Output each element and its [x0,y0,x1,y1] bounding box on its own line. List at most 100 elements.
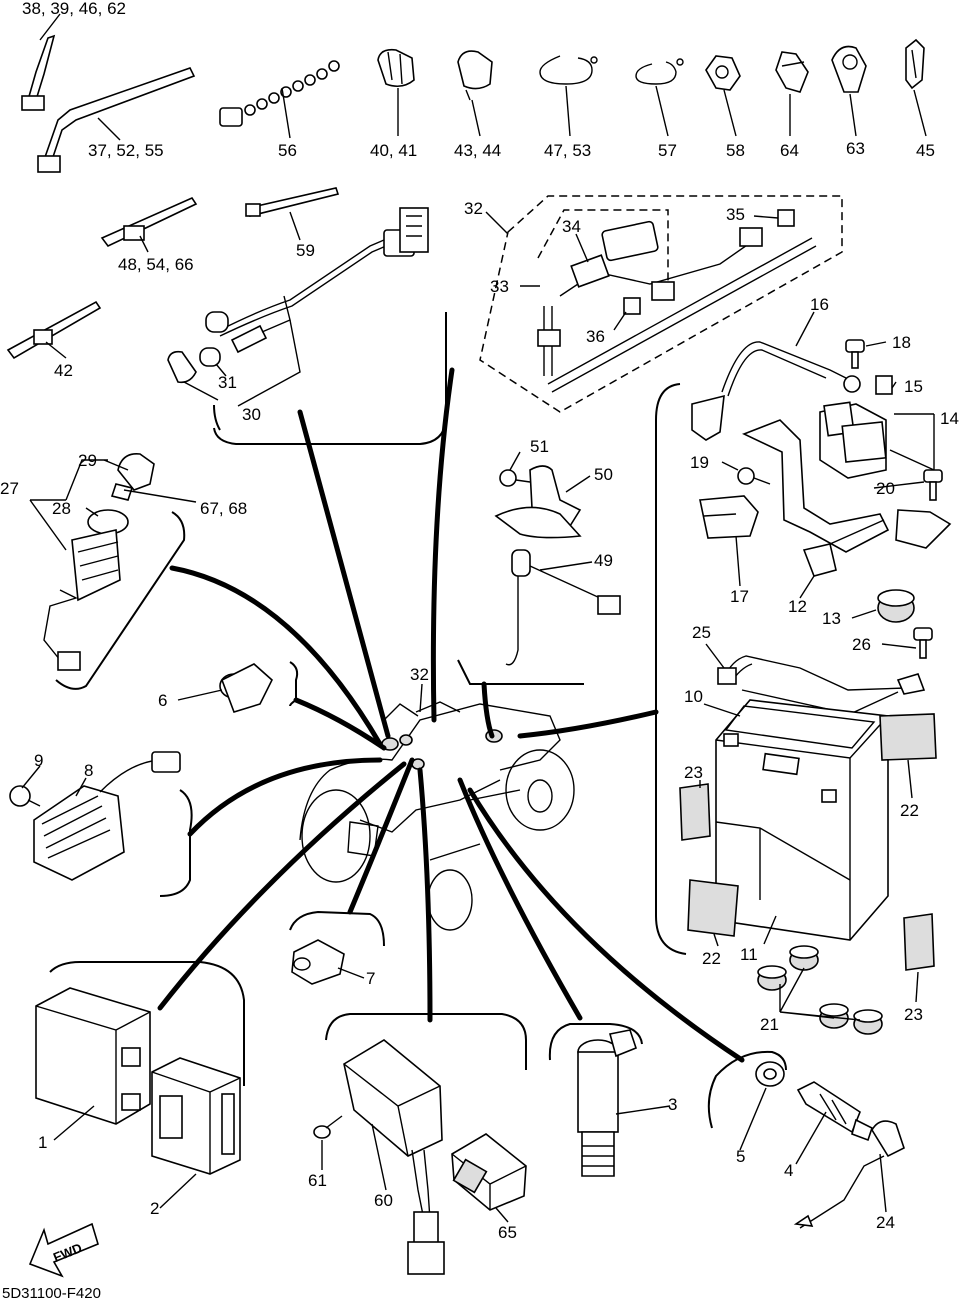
callout-64: 64 [780,141,799,160]
bolt-9 [9,785,41,807]
callout-67-68: 67, 68 [200,499,247,518]
callout-34: 34 [562,217,581,236]
diagram-code: 5D31100-F420 [2,1285,101,1302]
relay-65 [451,1133,527,1211]
callout-labels: 38, 39, 46, 62 37, 52, 55 56 40, 41 43, … [0,0,959,1242]
callout-17: 17 [730,587,749,606]
main-switch-27 [43,509,129,671]
callout-61: 61 [308,1171,327,1190]
grommet-40 [377,48,415,88]
callout-50: 50 [594,465,613,484]
callout-23-lower: 23 [904,1005,923,1024]
bracket-27 [55,511,186,690]
wire-harness-30 [205,207,429,354]
dashed-assembly-32 [479,195,843,413]
bolt-51 [499,469,531,487]
callout-42: 42 [54,361,73,380]
callout-45: 45 [916,141,935,160]
bracket-3 [548,1023,643,1061]
key-29 [110,453,155,501]
callout-56: 56 [278,141,297,160]
callout-49: 49 [594,551,613,570]
bracket-8 [159,789,193,897]
wire-clamp-57 [635,58,684,85]
callout-22-lower: 22 [702,949,721,968]
clip-45 [905,38,925,90]
starter-relay-14 [819,401,887,479]
callout-32-center: 32 [410,665,429,684]
callout-51: 51 [530,437,549,456]
fuse-15 [875,375,893,395]
cable-tie-38 [21,34,56,111]
callout-30: 30 [242,405,261,424]
callout-38-39-46-62: 38, 39, 46, 62 [22,0,126,18]
pad-22-lower [687,879,739,937]
grommet-43 [457,50,493,101]
callout-19: 19 [690,453,709,472]
callout-63: 63 [846,139,865,158]
bracket-60 [325,1013,527,1070]
callout-29: 29 [78,451,97,470]
bracket-6 [289,661,299,707]
battery-11 [715,699,889,941]
bracket-1 [49,961,245,1086]
relay-34 [570,220,659,288]
cable-tie-37 [37,67,196,173]
callout-26: 26 [852,635,871,654]
washer-5 [755,1061,785,1087]
callout-47-53: 47, 53 [544,141,591,160]
caps-21 [757,945,883,1035]
bracket-5 [707,1050,787,1129]
bolt-26 [913,627,933,659]
callout-37-52-55: 37, 52, 55 [88,141,164,160]
callout-20: 20 [876,479,895,498]
dashed-subassembly-33 [537,209,669,290]
switch-6 [219,663,273,713]
callout-6: 6 [158,691,167,710]
spark-plug-4 [796,1081,873,1142]
sensor-3 [577,1029,637,1177]
callout-48-54-66: 48, 54, 66 [118,255,194,274]
callout-2: 2 [150,1199,159,1218]
cap-30 [167,350,197,384]
callout-14: 14 [940,409,959,428]
switch-7 [291,939,345,985]
callout-43-44: 43, 44 [454,141,501,160]
callout-8: 8 [84,761,93,780]
connector-36 [623,297,641,315]
lead-16 [691,341,861,441]
cable-tie-42 [6,300,102,360]
callout-3: 3 [668,1095,677,1114]
relay-17 [699,495,759,539]
clip-64 [775,51,809,93]
callout-11: 11 [740,945,758,964]
callout-21: 21 [760,1015,779,1034]
callout-1: 1 [38,1133,47,1152]
plastic-band-56 [219,60,340,127]
callout-13: 13 [822,609,841,628]
callout-5: 5 [736,1147,745,1166]
leader-lines [157,367,745,1063]
callout-24: 24 [876,1213,895,1232]
ignition-coil-60 [343,1039,445,1275]
bolt-19 [737,467,771,485]
bolt-20 [923,469,943,501]
callout-36: 36 [586,327,605,346]
bracket-battery [655,383,687,955]
callout-25: 25 [692,623,711,642]
callout-35: 35 [726,205,745,224]
callout-58: 58 [726,141,745,160]
fwd-arrow-icon [28,1222,99,1278]
callout-7: 7 [366,969,375,988]
callout-28: 28 [52,499,71,518]
pad-23-lower [903,913,935,971]
bolt-18 [845,339,865,369]
callout-31: 31 [218,373,237,392]
callout-40-41: 40, 41 [370,141,417,160]
screw-61 [313,1115,343,1139]
callout-10: 10 [684,687,703,706]
unit-2 [151,1057,241,1175]
callout-32-top: 32 [464,199,483,218]
